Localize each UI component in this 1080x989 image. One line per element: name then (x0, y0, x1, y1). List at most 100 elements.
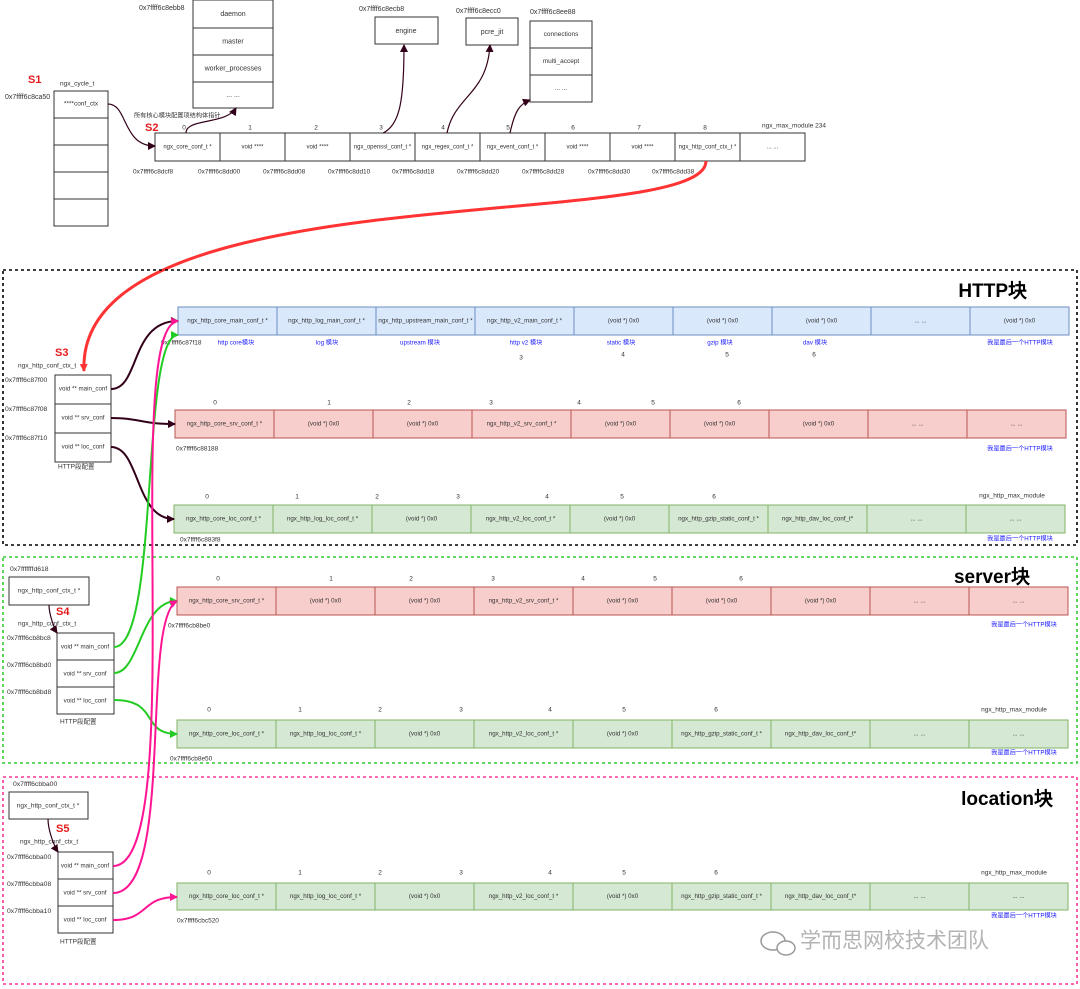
server-loc-last: 我是最后一个HTTP模块 (991, 749, 1057, 757)
daemon-item: master (222, 38, 244, 45)
server-ctx-cell-label: void ** loc_conf (64, 698, 107, 705)
server-srv-index: 5 (653, 576, 657, 583)
server-srv-index: 0 (216, 576, 220, 583)
http-main-module: upstream 模块 (400, 339, 440, 347)
http-main-addr: 0x7ffff6c87f18 (161, 340, 202, 347)
location-ctx-cell-label: void ** srv_conf (64, 890, 107, 897)
conf-cell-label: void **** (566, 145, 589, 151)
server-loc-cell (671, 719, 772, 749)
server-srv-cell-label: ... ... (913, 598, 925, 605)
conf-cell (674, 132, 741, 162)
s3-label: S3 (55, 347, 68, 359)
http-srv-cell-label: (void *) 0x0 (407, 421, 439, 428)
http-ctx-cell-label: void ** main_conf (59, 386, 107, 393)
daemon-cell (192, 81, 274, 109)
location-loc-cell-label: ngx_http_gzip_static_conf_t * (681, 893, 762, 900)
location-ctx-cell-label: void ** loc_conf (64, 917, 107, 924)
http-loc-cell-label: ... ... (1009, 516, 1021, 523)
http-loc-cell (569, 504, 670, 534)
location-ctx-caption: HTTP段配置 (60, 937, 97, 946)
server-block-border (2, 556, 1078, 764)
event-addr: 0x7ffff6c8ee88 (530, 9, 576, 16)
server-loc-addr: 0x7ffff6cb8e50 (170, 756, 213, 763)
http-ctx-caption: HTTP段配置 (58, 462, 95, 471)
http-srv-cell (669, 409, 770, 439)
conf-cell-label: ... ... (767, 145, 779, 151)
conf-cell (739, 132, 806, 162)
server-loc-max: ngx_http_max_module (981, 707, 1047, 714)
server-srv-index: 3 (491, 576, 495, 583)
s5-label: S5 (56, 823, 69, 835)
http-srv-index: 5 (651, 400, 655, 407)
server-srv-cell (572, 586, 673, 616)
http-loc-cell-label: ngx_http_log_loc_conf_t * (287, 516, 359, 523)
http-srv-addr: 0x7ffff6c88188 (176, 446, 219, 453)
http-srv-index: 3 (489, 400, 493, 407)
http-main-cell (474, 306, 575, 336)
http-main-cell-label: (void *) 0x0 (608, 318, 640, 325)
server-srv-cell-label: (void *) 0x0 (607, 598, 639, 605)
daemon-item: worker_processes (204, 65, 262, 72)
location-loc-cell-label: (void *) 0x0 (607, 893, 639, 900)
http-loc-index: 6 (712, 494, 716, 501)
http-main-cell (969, 306, 1070, 336)
http-main-arrow (110, 317, 179, 390)
http-main-cell-label: ngx_http_v2_main_conf_t * (487, 318, 563, 325)
location-ctx-cell (57, 878, 114, 907)
conf-addr: 0x7ffff6c8dd30 (588, 169, 631, 176)
server-srv-addr: 0x7ffff6cb8be0 (168, 623, 211, 630)
max-module-note: ngx_max_module 234 (762, 123, 826, 130)
http-loc-cell (965, 504, 1066, 534)
conf-addr: 0x7ffff6c8dd18 (392, 169, 435, 176)
server-ctx-cell-label: void ** srv_conf (64, 671, 107, 678)
server-loc-cell (572, 719, 673, 749)
server-loc-cell (770, 719, 871, 749)
server-srv-index: 1 (329, 576, 333, 583)
http-loc-cell-label: ngx_http_dav_loc_conf_t* (782, 516, 854, 523)
location-loc-cell (374, 882, 475, 911)
server-srv-cell (968, 586, 1069, 616)
conf-index: 8 (703, 125, 707, 132)
pointer-note: 所有核心模块配置项结构体指针 (134, 112, 221, 120)
conf-addr: 0x7ffff6c8dd28 (522, 169, 565, 176)
cycle-to-conf-arrow (107, 103, 156, 150)
server-loc-cell (473, 719, 574, 749)
http-srv-cell-label: ngx_http_core_srv_conf_t * (187, 421, 263, 428)
http-srv-index: 1 (327, 400, 331, 407)
event-to-event-arrow (509, 98, 531, 134)
server-loc-cell-label: ngx_http_dav_loc_conf_t* (785, 731, 857, 738)
server-loc-index: 4 (548, 707, 552, 714)
http-ctx-cell (54, 403, 112, 434)
location-loc-index: 0 (207, 870, 211, 877)
http-loc-cell-label: ngx_http_v2_loc_conf_t * (486, 516, 556, 523)
watermark (760, 931, 796, 956)
http-ctx-addr: 0x7ffff6c87f10 (5, 435, 48, 442)
server-loc-cell-label: ngx_http_core_loc_conf_t * (189, 731, 265, 738)
location-loc-index: 6 (714, 870, 718, 877)
pcre-box (465, 17, 519, 46)
location-loc-cell-label: ngx_http_core_loc_conf_t * (189, 893, 265, 900)
location-loc-cell (275, 882, 376, 911)
location-loc-cell (869, 882, 970, 911)
http-loc-arrow (110, 446, 175, 523)
http-block-border (2, 269, 1078, 546)
http-loc-max: ngx_http_max_module (979, 493, 1045, 500)
http-ctx-type: ngx_http_conf_ctx_t (18, 363, 76, 370)
daemon-item: daemon (220, 11, 245, 18)
http-loc-index: 5 (620, 494, 624, 501)
http-main-cell-label: (void *) 0x0 (1004, 318, 1036, 325)
pcre-addr: 0x7ffff6c8ecc0 (456, 8, 501, 15)
http-main-cell (177, 306, 278, 336)
location-loc-cell (968, 882, 1069, 911)
conf-index: 5 (506, 125, 510, 132)
location-loc-cell-label: ... ... (1012, 893, 1024, 900)
conf-cell-label: ngx_openssl_conf_t * (354, 145, 412, 151)
conf-index: 2 (314, 125, 318, 132)
conf-cell-label: ngx_regex_conf_t * (422, 145, 474, 151)
server-srv-cell-label: ngx_http_core_srv_conf_t * (189, 598, 265, 605)
http-loc-index: 4 (545, 494, 549, 501)
daemon-item: ... ... (226, 92, 240, 99)
http-loc-cell (272, 504, 373, 534)
http-srv-cell-label: (void *) 0x0 (803, 421, 835, 428)
